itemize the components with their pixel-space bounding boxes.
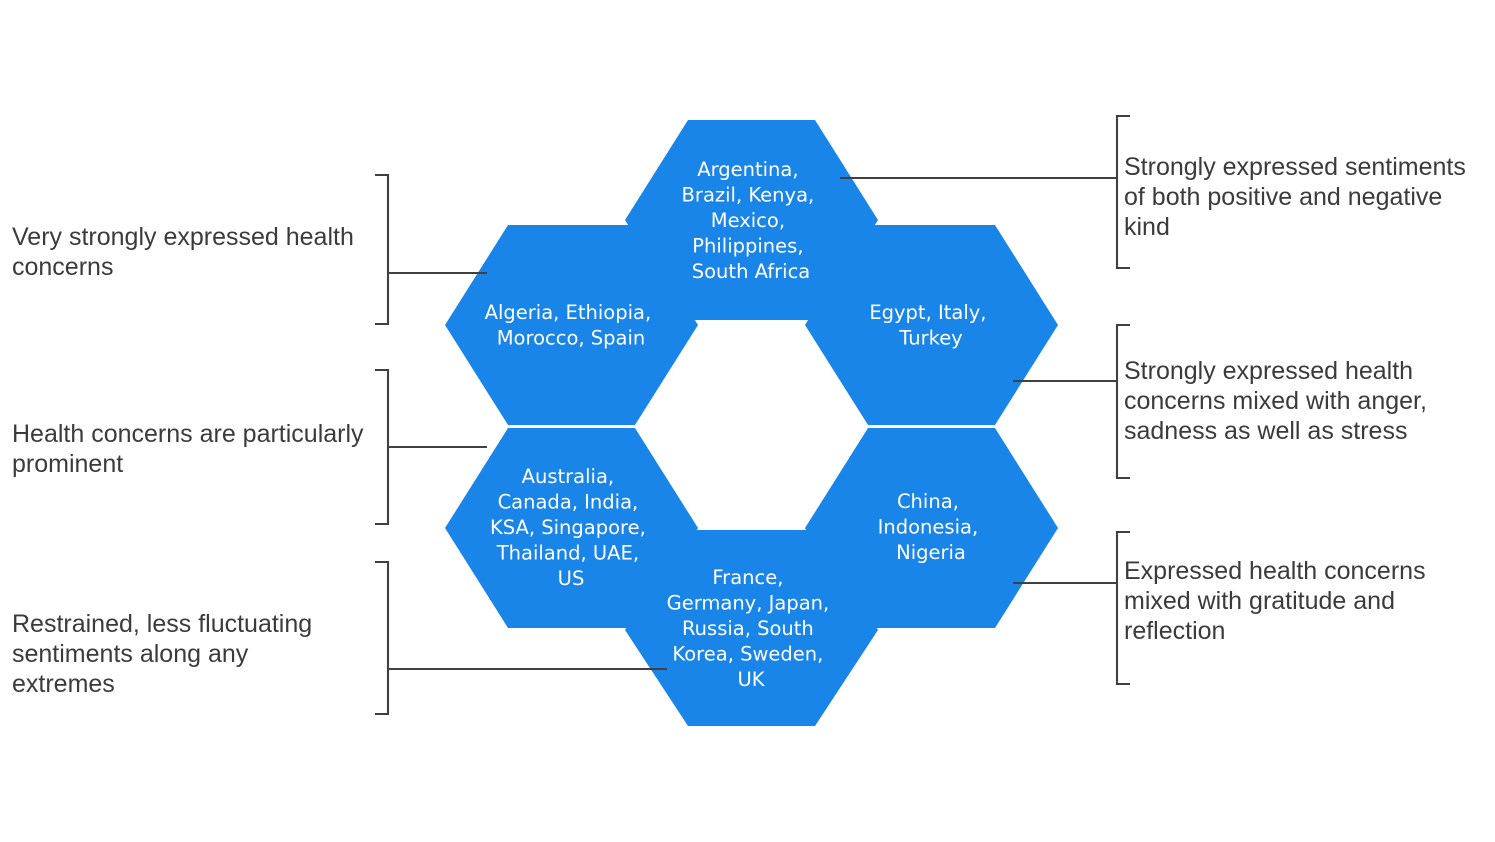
label-strongly-expressed-sentiments-both-kinds: Strongly expressed sentiments of both po… — [1124, 153, 1466, 241]
label-restrained-less-fluctuating-sentiments: Restrained, less fluctuating sentiments … — [12, 610, 313, 698]
label-expressed-health-concerns-gratitude: Expressed health concerns mixed with gra… — [1124, 557, 1426, 645]
hex-line: Canada, India, — [498, 490, 639, 513]
hexagon-top-center[interactable]: Argentina, Brazil, Kenya, Mexico, Philip… — [625, 120, 878, 320]
right-bracket-1 — [840, 114, 1130, 270]
hex-line: KSA, Singapore, — [490, 516, 646, 539]
bracket-path — [1115, 323, 1130, 480]
bracket-path — [1115, 530, 1130, 686]
hexagon-upper-left[interactable]: Algeria, Ethiopia, Morocco, Spain — [445, 225, 698, 425]
hex-line: Turkey — [898, 326, 962, 349]
hexagon-shape — [445, 428, 698, 628]
left-bracket-3 — [375, 560, 667, 716]
hexagon-label: France, Germany, Japan, Russia, South Ko… — [667, 566, 836, 691]
hexagon-label: Egypt, Italy, Turkey — [869, 301, 992, 350]
hexagon-shape — [805, 225, 1058, 425]
hexagon-shape — [805, 428, 1058, 628]
hex-line: China, — [897, 490, 959, 513]
hex-line: Argentina, — [697, 158, 798, 181]
hex-line: Algeria, Ethiopia, — [485, 301, 652, 324]
hexagon-bottom-center[interactable]: France, Germany, Japan, Russia, South Ko… — [625, 530, 878, 726]
hex-line: Indonesia, — [878, 515, 979, 538]
right-bracket-3 — [1013, 530, 1130, 686]
right-bracket-2 — [1013, 323, 1130, 480]
hex-line: Thailand, UAE, — [496, 541, 639, 564]
label-strongly-expressed-health-concerns-anger: Strongly expressed health concerns mixed… — [1124, 357, 1427, 445]
hexagon-upper-right[interactable]: Egypt, Italy, Turkey — [805, 225, 1058, 425]
hex-line: UK — [737, 668, 765, 691]
hexagon-lower-right[interactable]: China, Indonesia, Nigeria — [805, 428, 1058, 628]
bracket-path — [375, 560, 390, 716]
bracket-path — [375, 368, 390, 526]
hex-line: Mexico, — [711, 209, 785, 232]
hexagon-lower-left[interactable]: Australia, Canada, India, KSA, Singapore… — [445, 428, 698, 628]
hexagon-shape — [625, 530, 878, 726]
hex-line: US — [558, 567, 585, 590]
hex-line: France, — [712, 566, 783, 589]
hexagon-label: China, Indonesia, Nigeria — [878, 490, 985, 564]
hex-line: Morocco, Spain — [497, 326, 646, 349]
hexagon-shape — [625, 120, 878, 320]
hex-line: Egypt, Italy, — [869, 301, 986, 324]
hex-line: Australia, — [522, 465, 614, 488]
label-health-concerns-particularly-prominent: Health concerns are particularly promine… — [12, 420, 364, 478]
hexagon-shape — [445, 225, 698, 425]
left-bracket-1 — [375, 173, 487, 326]
left-bracket-2 — [375, 368, 487, 526]
label-very-strongly-expressed-health-concerns: Very strongly expressed health concerns — [12, 223, 354, 281]
hex-line: Korea, Sweden, — [672, 642, 823, 665]
hex-line: Russia, South — [682, 617, 814, 640]
hex-line: Philippines, — [692, 234, 803, 257]
hex-line: Germany, Japan, — [667, 591, 830, 614]
hex-line: Nigeria — [896, 541, 966, 564]
hex-line: Brazil, Kenya, — [682, 183, 815, 206]
bracket-path — [1115, 114, 1130, 270]
bracket-path — [375, 173, 390, 326]
hexagon-label: Argentina, Brazil, Kenya, Mexico, Philip… — [682, 158, 821, 283]
hexagon-label: Algeria, Ethiopia, Morocco, Spain — [485, 301, 658, 350]
hexagon-label: Australia, Canada, India, KSA, Singapore… — [490, 465, 652, 590]
hex-line: South Africa — [692, 260, 811, 283]
